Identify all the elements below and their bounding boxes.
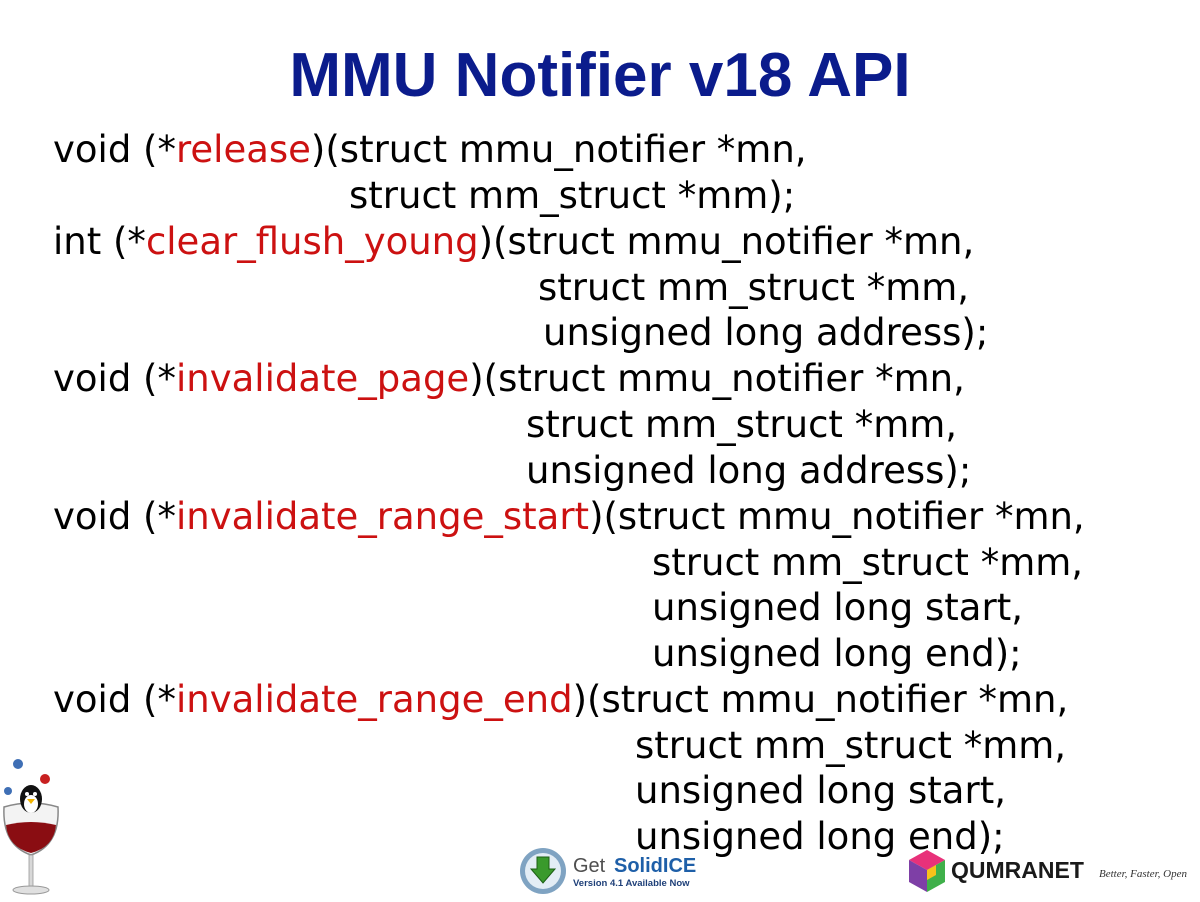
code-line: unsigned long start, bbox=[652, 586, 1023, 629]
code-line: void (*release)(struct mmu_notifier *mn, bbox=[53, 128, 807, 171]
svg-text:Version 4.1 Available Now: Version 4.1 Available Now bbox=[573, 878, 690, 889]
code-line: struct mm_struct *mm, bbox=[635, 724, 1067, 767]
slide-title: MMU Notifier v18 API bbox=[289, 41, 911, 110]
function-name: invalidate_page bbox=[176, 357, 470, 400]
code-line: void (*invalidate_range_end)(struct mmu_… bbox=[53, 678, 1069, 721]
code-line: struct mm_struct *mm, bbox=[526, 403, 958, 446]
code-line: struct mm_struct *mm); bbox=[349, 174, 796, 217]
code-line: void (*invalidate_range_start)(struct mm… bbox=[53, 495, 1085, 538]
code-line: unsigned long end); bbox=[635, 815, 1005, 858]
cube-logo-icon bbox=[909, 850, 945, 892]
code-line: unsigned long start, bbox=[635, 769, 1006, 812]
qumranet-logo: QUMRANET Better, Faster, Open bbox=[905, 848, 1200, 902]
download-arrow-icon bbox=[520, 848, 566, 894]
svg-text:SolidICE: SolidICE bbox=[614, 855, 696, 877]
code-line: unsigned long address); bbox=[543, 311, 989, 354]
function-name: invalidate_range_start bbox=[176, 495, 590, 538]
code-line: int (*clear_flush_young)(struct mmu_noti… bbox=[53, 220, 975, 263]
solidice-banner: Get SolidICE Version 4.1 Available Now bbox=[518, 845, 713, 901]
code-line: unsigned long end); bbox=[652, 632, 1022, 675]
code-line: struct mm_struct *mm, bbox=[652, 541, 1084, 584]
function-name: clear_flush_young bbox=[145, 220, 479, 263]
svg-text:Get: Get bbox=[573, 855, 606, 877]
code-line: void (*invalidate_page)(struct mmu_notif… bbox=[53, 357, 965, 400]
code-line: struct mm_struct *mm, bbox=[538, 266, 970, 309]
svg-text:Better, Faster, Open: Better, Faster, Open bbox=[1099, 868, 1187, 880]
function-name: invalidate_range_end bbox=[176, 678, 573, 721]
juggling-penguin-wineglass-icon bbox=[0, 755, 62, 901]
function-name: release bbox=[176, 128, 311, 171]
code-line: unsigned long address); bbox=[526, 449, 972, 492]
svg-text:QUMRANET: QUMRANET bbox=[951, 857, 1084, 883]
